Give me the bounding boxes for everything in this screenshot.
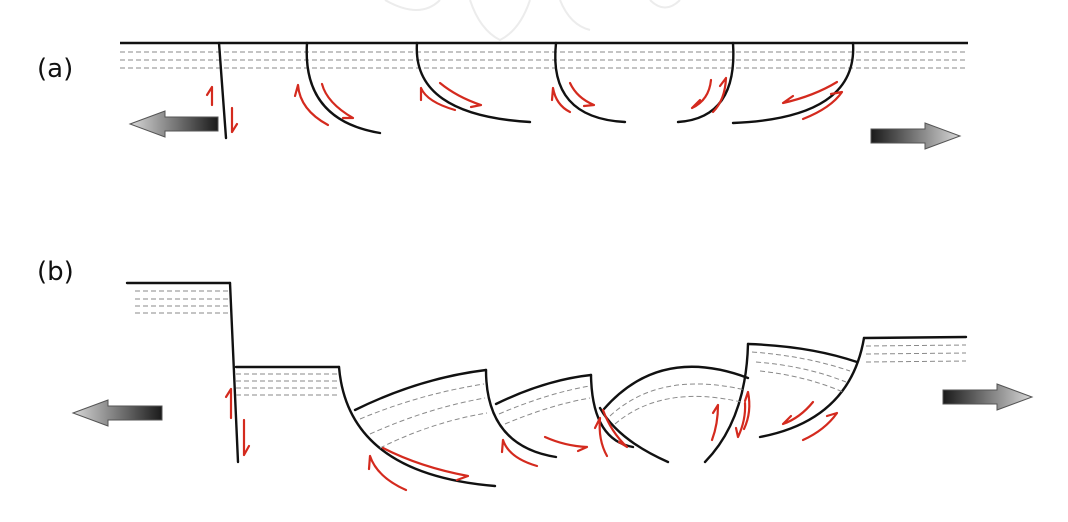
slip-arrow [230,106,239,134]
bedding-rotated [359,344,967,449]
slip-arrow [711,76,728,114]
listric-fault [703,342,750,464]
slip-arrow [593,416,609,458]
listric-fault [415,41,532,124]
slip-arrow [801,90,844,121]
slip-arrow [568,81,596,108]
listric-fault [589,373,635,449]
slip-arrow [419,86,457,112]
slip-arrow [690,78,713,110]
slip-arrow [543,435,589,453]
bedding-block [236,373,339,396]
slip-arrow [438,81,483,109]
slip-arrows-a [205,76,844,134]
listric-fault [554,41,627,124]
slip-arrow [224,387,233,420]
slip-arrows-b [224,387,839,492]
slip-arrow [710,403,720,442]
listric-fault [305,41,382,135]
rotated-block-top [494,373,593,406]
right-arrow-icon [942,383,1034,411]
listric-fault [731,41,855,125]
watermark-seal [384,0,681,42]
slip-arrow [381,446,470,482]
panel-b [71,281,1034,492]
slip-arrow [781,80,839,105]
slip-arrow [801,411,839,442]
slip-arrow [742,390,751,431]
listric-fault [484,368,558,459]
slip-arrow [781,400,815,426]
slip-arrow [550,86,572,114]
left-arrow-icon [128,110,219,138]
slip-arrow [367,454,408,492]
bedding-layers [120,51,968,69]
bedding-footwall [135,290,229,314]
planar-fault [217,41,228,140]
panel-a [120,41,968,150]
faults-b [337,335,968,488]
slip-arrow [293,83,330,127]
slip-arrow [242,418,251,457]
rotated-block-top [746,342,859,364]
dome-block-top [602,365,750,411]
listric-fault [337,365,497,488]
slip-arrow [320,82,355,120]
slip-arrow [205,85,214,107]
listric-fault [758,336,866,439]
faults-a [217,41,855,140]
right-arrow-icon [870,122,962,150]
hangingwall-surface [862,335,968,340]
rotated-block-top [353,368,488,412]
left-arrow-icon [71,399,163,427]
planar-fault [228,281,240,464]
slip-arrow [500,438,539,468]
slip-arrow [734,401,747,439]
panel-label-b: (b) [37,257,74,287]
slip-arrow [601,408,629,449]
panel-label-a: (a) [37,54,73,84]
